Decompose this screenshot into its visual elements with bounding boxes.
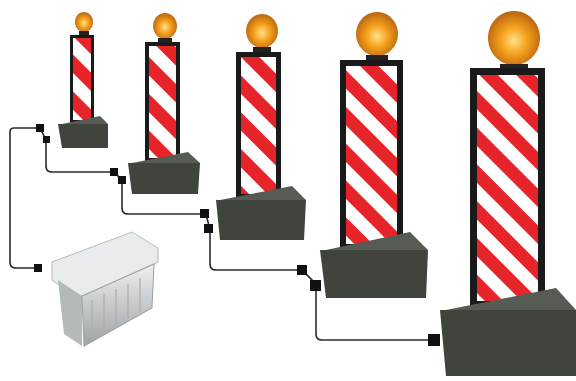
beacon-5 <box>440 11 576 376</box>
battery-container <box>52 232 158 346</box>
lamp-2 <box>153 13 177 39</box>
lamp-4 <box>356 12 398 56</box>
base-5 <box>440 310 576 376</box>
beacon-2 <box>128 13 200 194</box>
base-1 <box>58 124 108 148</box>
base-2 <box>128 163 200 194</box>
lamp-5 <box>488 11 540 65</box>
base-4 <box>320 250 428 298</box>
base-3 <box>216 200 306 240</box>
beacon-1 <box>58 12 108 148</box>
lamp-1 <box>75 12 93 32</box>
lamp-3 <box>246 14 278 48</box>
beacon-3 <box>216 14 306 240</box>
beacon-4 <box>320 12 428 298</box>
